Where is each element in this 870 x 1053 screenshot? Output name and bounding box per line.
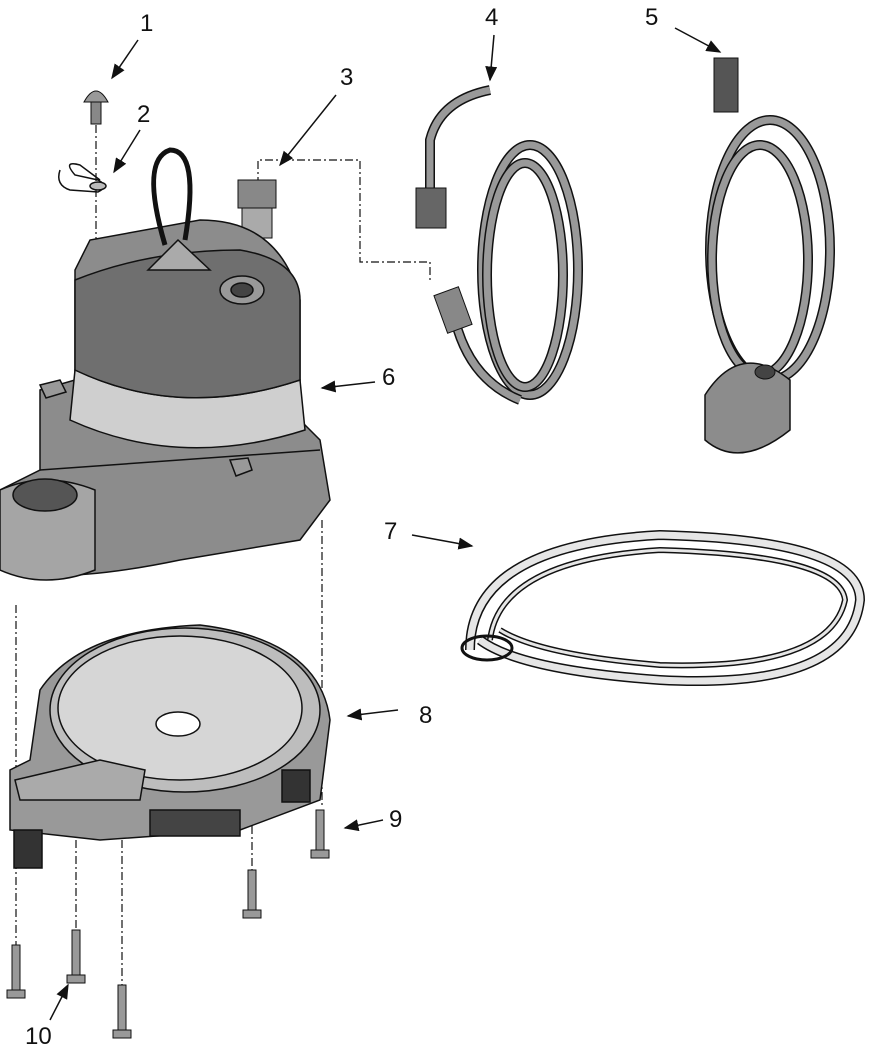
- callout-8: 8: [419, 702, 433, 729]
- fitting-part-3: [237, 179, 277, 239]
- float-switch-part-5: [704, 57, 835, 454]
- power-cord-part-4: [415, 85, 583, 405]
- callout-4: 4: [485, 4, 499, 31]
- callout-5: 5: [645, 4, 659, 31]
- callout-9: 9: [389, 806, 403, 833]
- gasket-part-7: [460, 529, 866, 686]
- callout-10: 10: [25, 1023, 52, 1050]
- callout-1: 1: [140, 10, 154, 37]
- motor-housing-part-6: [0, 147, 331, 581]
- callout-7: 7: [384, 518, 398, 545]
- callout-2: 2: [137, 101, 151, 128]
- bolts-part-9-10: [6, 809, 330, 1039]
- callout-3: 3: [340, 64, 354, 91]
- alignment-lines: [15, 125, 431, 985]
- screw-part-1: [83, 90, 109, 125]
- volute-base-part-8: [9, 624, 331, 869]
- clip-part-2: [58, 163, 107, 193]
- callout-6: 6: [382, 364, 396, 391]
- leader-arrows: [49, 27, 722, 1021]
